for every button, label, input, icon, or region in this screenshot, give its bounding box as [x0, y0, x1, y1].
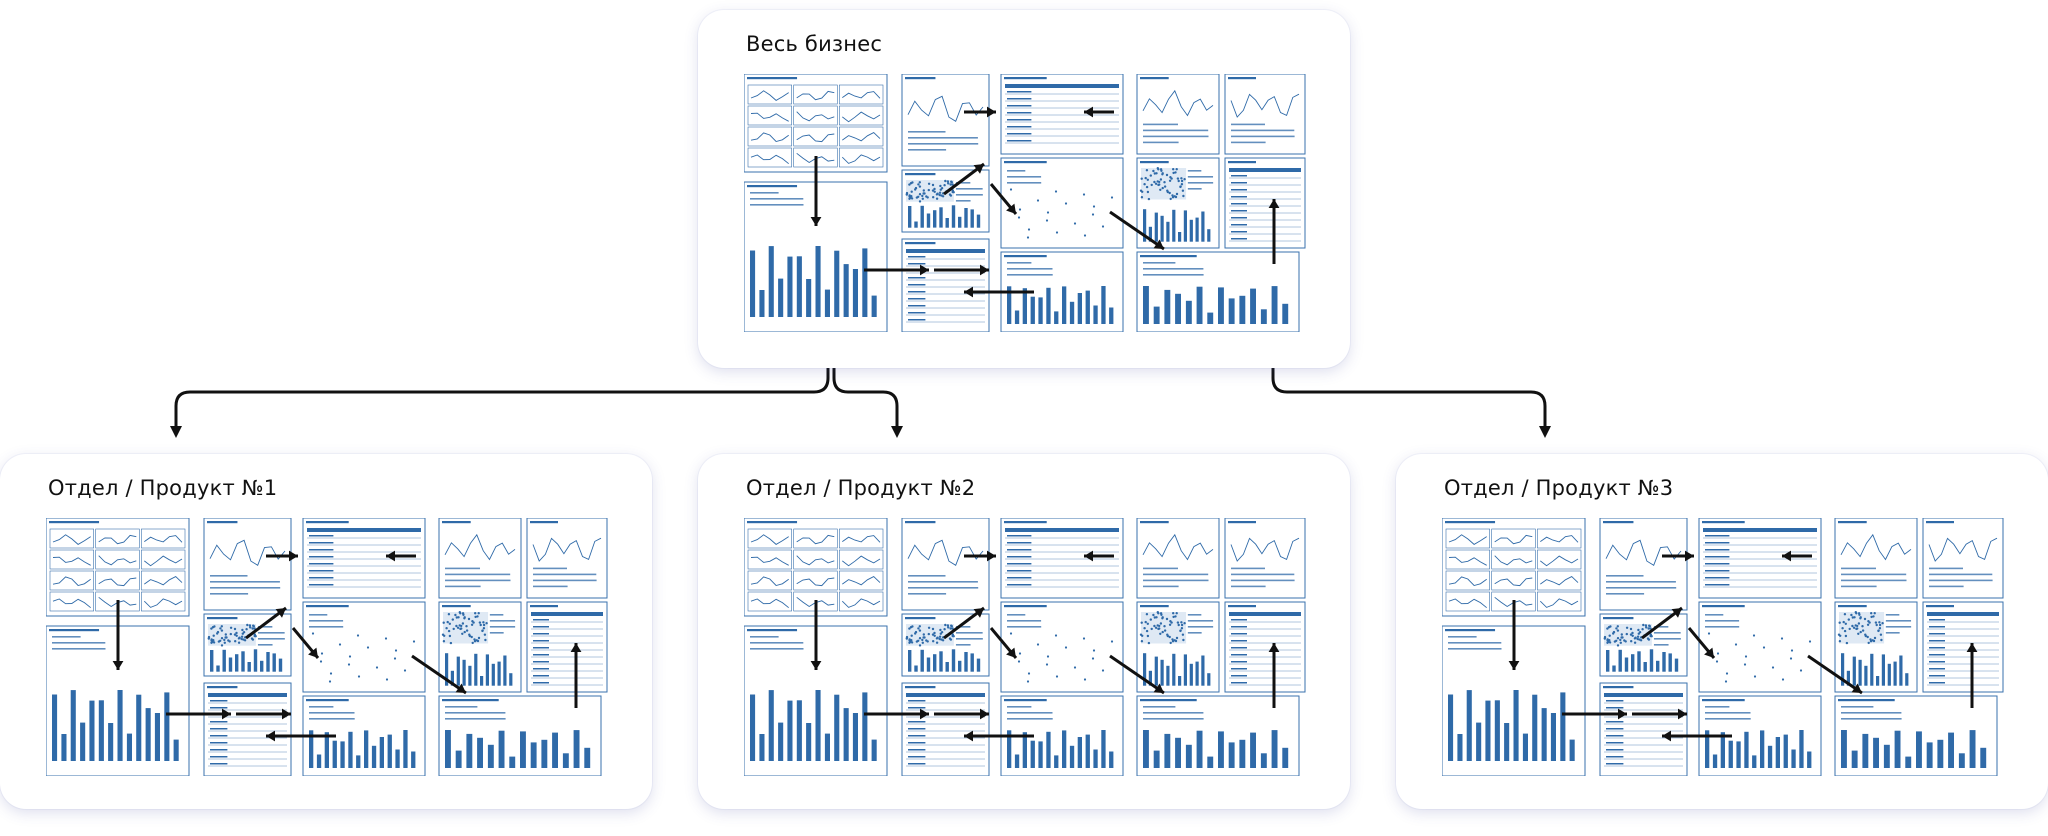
whole-business-title: Весь бизнес: [746, 32, 883, 56]
child-card-3-title: Отдел / Продукт №3: [1444, 476, 1674, 500]
child-card-2-dashboard-set: [744, 518, 1308, 776]
child-card-1-title: Отдел / Продукт №1: [48, 476, 278, 500]
child-card-3-dashboard-set: [1442, 518, 2006, 776]
dashboard-collage: [1442, 518, 2004, 776]
child-card-3: Отдел / Продукт №3: [1396, 454, 2048, 809]
whole-business-card: Весь бизнес: [698, 10, 1350, 368]
dashboard-collage: [744, 518, 1306, 776]
child-card-2: Отдел / Продукт №2: [698, 454, 1350, 809]
dashboard-collage: [744, 74, 1306, 332]
whole-business-dashboard-set: [744, 74, 1308, 332]
connector-to-child-3: [1271, 345, 1551, 438]
connector-to-child-2: [832, 345, 903, 438]
dashboard-collage: [46, 518, 608, 776]
child-card-1-dashboard-set: [46, 518, 610, 776]
connector-to-child-1: [170, 345, 830, 438]
child-card-1: Отдел / Продукт №1: [0, 454, 652, 809]
child-card-2-title: Отдел / Продукт №2: [746, 476, 976, 500]
